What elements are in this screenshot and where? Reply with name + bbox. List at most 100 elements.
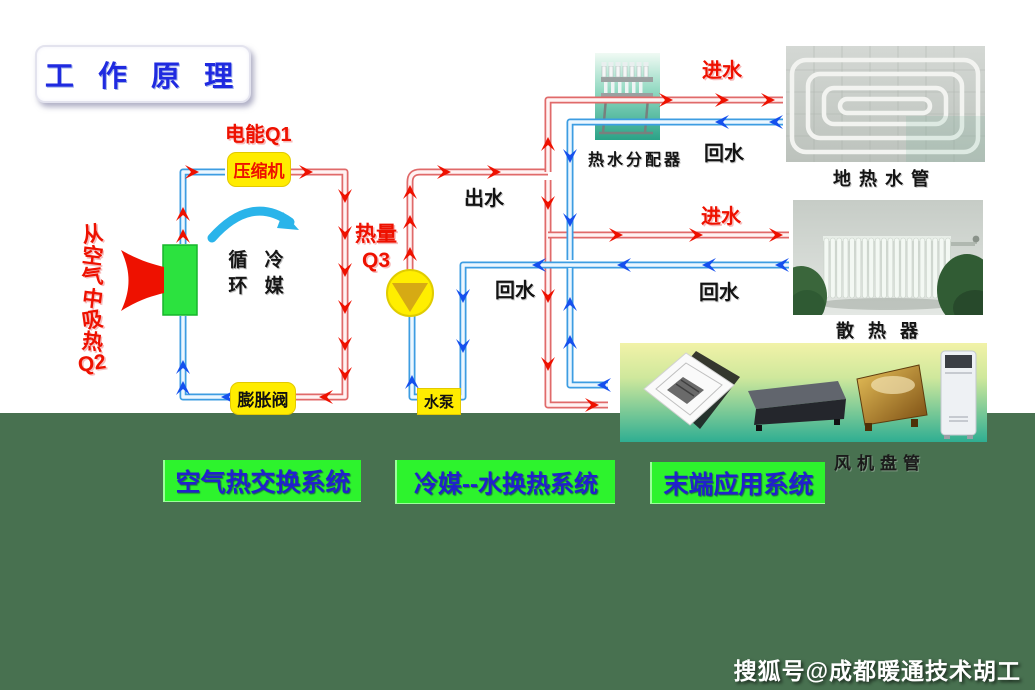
plants (793, 254, 983, 315)
cold-flow-arrow-icon (597, 378, 611, 392)
water-supply-riser-core (408, 170, 548, 295)
cold-flow-arrow-icon (563, 213, 577, 227)
refrigerant-suction-pipe-core (181, 170, 225, 244)
hot-flow-arrow-icon (541, 357, 555, 371)
pipe-coil (789, 57, 981, 155)
air-heat-char: Q2 (76, 350, 108, 377)
air-heat-vertical-label: 从 空 气 中 吸 热 Q2 (72, 222, 112, 377)
heat-q3-label: 热量 Q3 (348, 222, 404, 274)
floor-inlet-label: 进水 (702, 60, 742, 82)
hot-flow-arrow-icon (338, 263, 352, 277)
cold-flow-arrow-icon (769, 115, 783, 129)
water-back-label-left: 回水 (495, 280, 535, 302)
cold-flow-arrow-icon (702, 258, 716, 272)
evaporator-block (162, 244, 198, 316)
hot-flow-arrow-icon (176, 229, 190, 243)
hot-flow-arrow-icon (689, 228, 703, 242)
hot-flow-arrow-icon (338, 367, 352, 381)
expansion-valve-label: 膨胀阀 (237, 391, 289, 410)
cold-flow-arrow-icon (563, 335, 577, 349)
cold-flow-arrow-icon (176, 360, 190, 374)
radiator-image (793, 200, 983, 315)
cold-flow-arrow-icon (617, 258, 631, 272)
refrigerant-label-row2: 环 媒 (228, 276, 290, 297)
floor-back-label: 回水 (704, 143, 744, 165)
hot-flow-arrow-icon (609, 228, 623, 242)
floor-heating-label: 地热水管 (833, 169, 937, 189)
radiator-body (823, 235, 980, 299)
refrigerant-label-row1: 循 冷 (228, 250, 290, 271)
flow-arrows (176, 93, 789, 412)
circulation-arrow-head (277, 212, 299, 230)
refrigerant-label: 循 冷 环 媒 (226, 248, 292, 300)
cold-flow-arrow-icon (456, 339, 470, 353)
heat-q3-row1: 热量 (355, 223, 397, 246)
return-main-core (410, 263, 789, 399)
return-branch-fancoil (566, 268, 608, 389)
floor-coil-drawing (786, 46, 985, 162)
hot-flow-arrow-icon (403, 215, 417, 229)
hot-flow-arrow-icon (715, 93, 729, 107)
hot-flow-arrow-icon (338, 189, 352, 203)
system-label-air-exchange: 空气热交换系统 (163, 460, 361, 502)
floor-standing-unit (940, 350, 977, 439)
cold-flow-arrow-icon (563, 149, 577, 163)
cold-flow-arrow-icon (456, 289, 470, 303)
supply-branch-fancoil (544, 180, 608, 409)
supply-branch-fancoil-core (546, 180, 608, 407)
hot-flow-arrow-icon (338, 337, 352, 351)
hot-flow-arrow-icon (541, 289, 555, 303)
hot-flow-arrow-icon (761, 93, 775, 107)
hot-flow-arrow-icon (299, 165, 313, 179)
water-pump-box: 水泵 (417, 388, 461, 415)
supply-branch-floor-core (546, 98, 783, 172)
return-branch-floor (566, 118, 783, 260)
refrigerant-hot-pipe (289, 168, 349, 401)
hot-flow-arrow-icon (585, 398, 599, 412)
cold-flow-arrow-icon (563, 297, 577, 311)
hot-flow-arrow-icon (403, 247, 417, 261)
refrigerant-cold-pipe-low-core (181, 316, 228, 399)
expansion-valve-box: 膨胀阀 (230, 382, 296, 415)
fan-coil-label: 风机盘管 (834, 454, 926, 473)
page-title-text: 工 作 原 理 (44, 61, 242, 93)
hot-flow-arrow-icon (185, 165, 199, 179)
compressor-box: 压缩机 (227, 152, 291, 187)
electric-energy-label: 电能Q1 (225, 124, 292, 146)
exposed-unit (856, 364, 928, 431)
hot-flow-arrow-icon (487, 165, 501, 179)
watermark-text: 搜狐号@成都暖通技术胡工 (733, 658, 1021, 684)
water-out-label: 出水 (464, 188, 504, 210)
hot-flow-arrow-icon (338, 300, 352, 314)
hot-flow-arrow-icon (659, 93, 673, 107)
hot-flow-arrow-icon (541, 196, 555, 210)
system-label-terminal: 末端应用系统 (650, 462, 825, 504)
return-branch-floor-core (568, 120, 783, 260)
heat-q3-row2: Q3 (361, 249, 390, 272)
water-pump-label: 水泵 (423, 394, 454, 411)
manifold-label: 热水分配器 (588, 152, 684, 169)
radiator-label: 散热器 (836, 321, 932, 341)
ducted-unit (748, 381, 846, 431)
hot-flow-arrow-icon (338, 226, 352, 240)
manifold-drawing (599, 62, 653, 135)
cassette-unit (643, 351, 740, 429)
radiator-inlet-label: 进水 (701, 206, 741, 228)
hot-flow-arrow-icon (319, 390, 333, 404)
radiator-back-label: 回水 (699, 282, 739, 304)
floor-heating-image (786, 46, 985, 162)
hot-flow-arrow-icon (437, 165, 451, 179)
pump-impeller-icon (392, 283, 428, 312)
fan-coil-units-image (620, 343, 987, 442)
cold-flow-arrow-icon (405, 375, 419, 389)
fan-coil-drawing (620, 343, 987, 442)
air-intake-arrow (121, 250, 164, 311)
hot-flow-arrow-icon (176, 207, 190, 221)
hot-flow-arrow-icon (403, 185, 417, 199)
hot-flow-arrow-icon (541, 137, 555, 151)
cold-flow-arrow-icon (715, 115, 729, 129)
return-branch-fancoil-core (568, 268, 608, 387)
hot-flow-arrow-icon (769, 228, 783, 242)
